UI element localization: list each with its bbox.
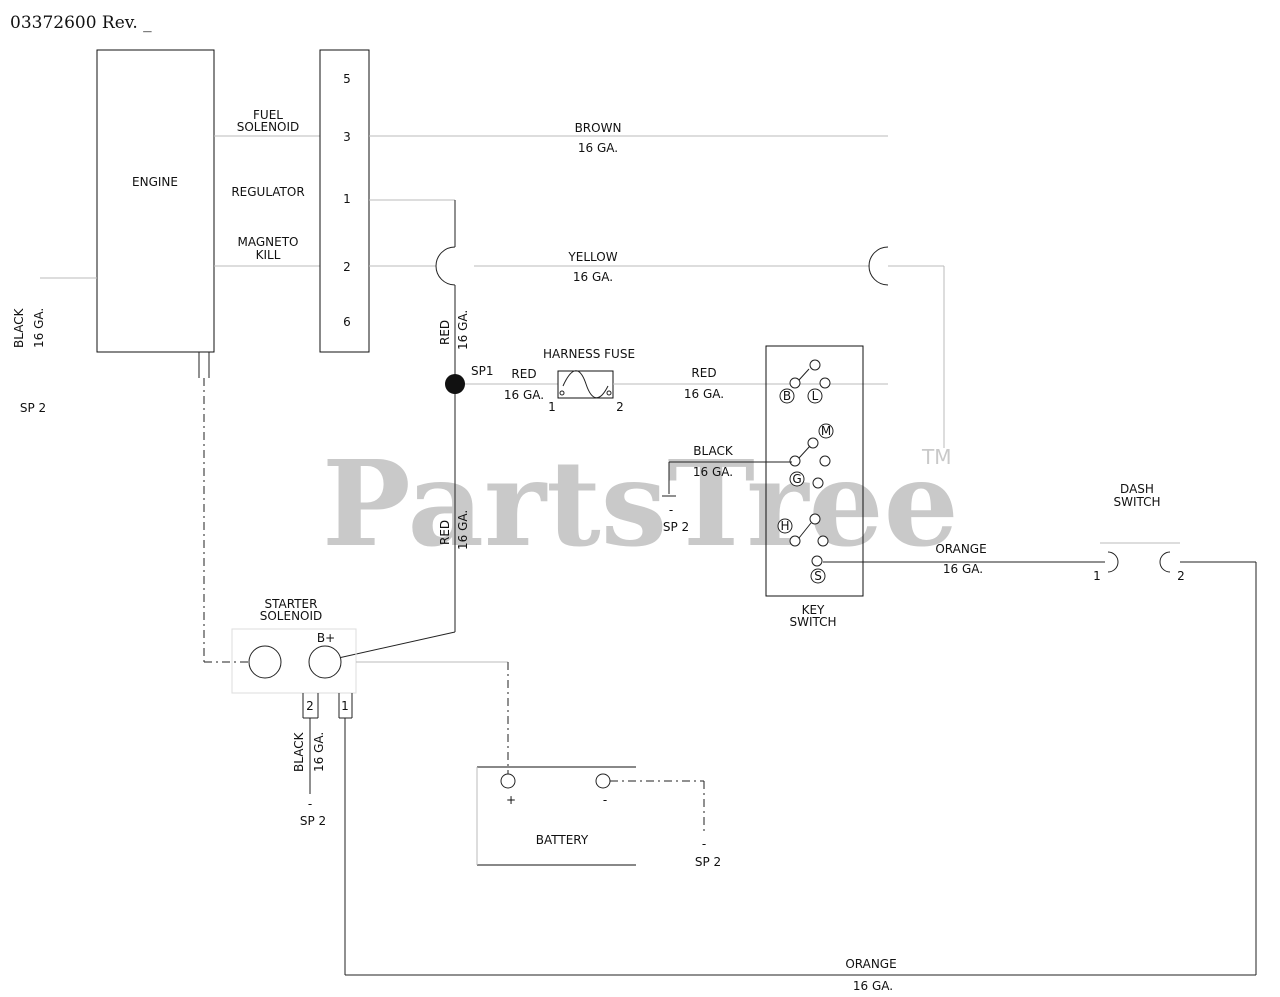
dash-switch-terminal-1 (1107, 551, 1119, 573)
black-solenoid-gauge: 16 GA. (312, 732, 326, 772)
key-terminal-h (777, 518, 793, 534)
starter-bplus-terminal (308, 645, 342, 679)
battery-negative-terminal (595, 773, 611, 789)
magneto-kill-label-2: KILL (256, 248, 281, 262)
key-switch (765, 345, 864, 597)
ground-solenoid-minus: - (308, 797, 312, 811)
magneto-kill-label-1: MAGNETO (238, 235, 299, 249)
red-fuse-right-color: RED (691, 366, 716, 380)
ground-battery-minus: - (702, 837, 706, 851)
key-terminal-g (789, 471, 805, 487)
starter-solenoid (231, 628, 357, 694)
red-fuse-left-gauge: 16 GA. (504, 388, 544, 402)
connector-pin-1: 1 (343, 192, 351, 206)
harness-fuse (557, 370, 614, 399)
black-key-gauge: 16 GA. (693, 465, 733, 479)
black-solenoid-color: BLACK (292, 731, 306, 772)
yellow-wire-color: YELLOW (567, 250, 617, 264)
red-wire-top-color: RED (438, 320, 452, 345)
black-left-color: BLACK (12, 307, 26, 348)
connector-pin-6: 6 (343, 315, 351, 329)
ground-left-label: SP 2 (20, 401, 46, 415)
red-wire-top-gauge: 16 GA. (456, 310, 470, 350)
battery-minus-label: - (603, 793, 607, 807)
connector-pin-5: 5 (343, 72, 351, 86)
dash-switch-label-2: SWITCH (1113, 495, 1160, 509)
key-terminal-s (810, 568, 826, 584)
dash-switch-pin-1: 1 (1093, 569, 1101, 583)
orange-dash-color: ORANGE (935, 542, 986, 556)
brown-wire-gauge: 16 GA. (578, 141, 618, 155)
fuel-solenoid-label-2: SOLENOID (237, 120, 300, 134)
yellow-wire-gauge: 16 GA. (573, 270, 613, 284)
fuel-solenoid-label-1: FUEL (253, 108, 283, 122)
starter-pin-1: 1 (341, 699, 349, 713)
orange-bottom-color: ORANGE (845, 957, 896, 971)
fuse-element-icon (562, 370, 609, 399)
watermark-trademark: TM (921, 445, 951, 469)
starter-label-2: SOLENOID (260, 609, 323, 623)
key-terminal-b-label: B (783, 389, 791, 403)
part-number: 03372600 Rev. _ (10, 13, 152, 33)
ground-solenoid-label: SP 2 (300, 814, 326, 828)
fuse-pin-1: 1 (548, 400, 556, 414)
brown-wire-color: BROWN (575, 121, 622, 135)
red-wire-bottom-gauge: 16 GA. (456, 510, 470, 550)
key-switch-label-2: SWITCH (789, 615, 836, 629)
connector-pin-3: 3 (343, 130, 351, 144)
fuse-label: HARNESS FUSE (543, 347, 635, 361)
dash-switch-label-1: DASH (1120, 482, 1154, 496)
red-fuse-left-color: RED (511, 367, 536, 381)
yellow-crossover-hop (435, 246, 456, 286)
red-wire-bottom-color: RED (438, 520, 452, 545)
orange-bottom-gauge: 16 GA. (853, 979, 893, 993)
ground-key-label: SP 2 (663, 520, 689, 534)
key-terminal-l (807, 388, 823, 404)
battery-label: BATTERY (536, 833, 589, 847)
ground-key-minus: - (669, 503, 673, 517)
yellow-end-hop (868, 246, 889, 286)
key-terminal-b (779, 388, 795, 404)
starter-bplus-label: B+ (317, 631, 335, 645)
orange-dash-gauge: 16 GA. (943, 562, 983, 576)
key-switch-label-1: KEY (802, 603, 825, 617)
black-left-gauge: 16 GA. (32, 308, 46, 348)
red-fuse-right-gauge: 16 GA. (684, 387, 724, 401)
fuse-pin-2: 2 (616, 400, 624, 414)
starter-pin-2: 2 (306, 699, 314, 713)
engine-box (96, 49, 215, 353)
watermark-brand: PartsTree (322, 434, 959, 573)
key-terminal-g-label: G (792, 472, 801, 486)
splice-sp1 (445, 374, 465, 394)
engine-label: ENGINE (132, 175, 178, 189)
splice-sp1-label: SP1 (471, 364, 494, 378)
battery-positive-terminal (500, 773, 516, 789)
connector-pin-2: 2 (343, 260, 351, 274)
battery-plus-label: + (506, 793, 516, 807)
dash-switch-pin-2: 2 (1177, 569, 1185, 583)
key-terminal-m-label: M (821, 424, 831, 438)
key-terminal-s-label: S (814, 569, 822, 583)
regulator-label: REGULATOR (231, 185, 304, 199)
ground-battery-label: SP 2 (695, 855, 721, 869)
key-terminal-l-label: L (812, 389, 819, 403)
starter-label-1: STARTER (265, 597, 318, 611)
key-terminal-h-label: H (780, 519, 789, 533)
engine-connector (319, 49, 370, 353)
black-key-color: BLACK (693, 444, 734, 458)
key-terminal-m (818, 423, 834, 439)
dash-switch-terminal-2 (1159, 551, 1171, 573)
